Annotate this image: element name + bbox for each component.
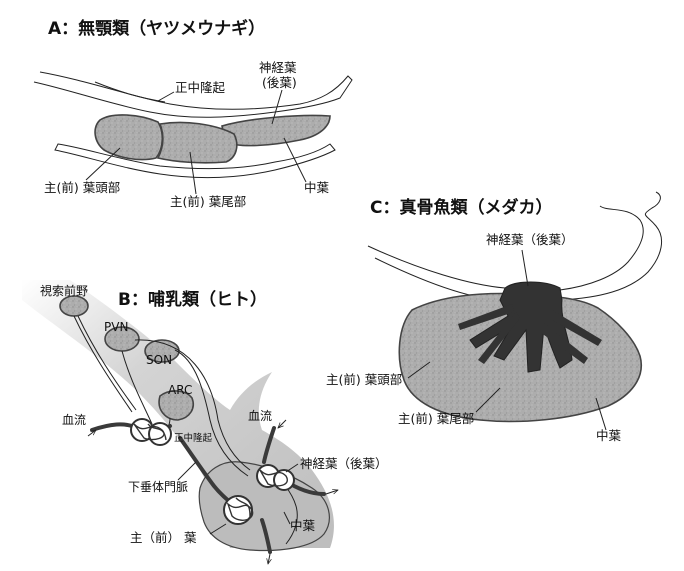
preoptic-area-nucleus <box>59 295 89 317</box>
leader-intermediate-lobe-b <box>283 511 291 525</box>
label-rostral-pars-distalis-c: 主(前) 葉頭部 <box>326 372 402 387</box>
leader-intermediate-a <box>283 137 307 183</box>
leader-caudal-a <box>189 151 197 195</box>
primary-capillary-plexus <box>130 418 172 446</box>
blood-inflow-right <box>262 426 276 464</box>
label-blood-flow-left: 血流 <box>62 413 86 427</box>
neural-root-c-3 <box>478 312 520 364</box>
label-caudal-pars-distalis-c: 主(前) 葉尾部 <box>398 411 474 426</box>
label-arc: ARC <box>168 383 192 397</box>
neural-root-c-2 <box>552 310 602 346</box>
panel-c: C：真骨魚類（メダカ） 神経葉（後葉） 主(前) 葉頭部 主(前) 葉尾部 中葉 <box>326 191 663 443</box>
label-hypophyseal-portal: 下垂体門脈 <box>128 480 188 494</box>
brain-inner-line <box>94 81 166 103</box>
panel-b: B：哺乳類（ヒト） <box>22 280 388 564</box>
label-rostral-pars-distalis-a: 主(前) 葉頭部 <box>44 180 120 195</box>
panel-b-title: B：哺乳類（ヒト） <box>118 289 267 310</box>
leader-intermediate-c <box>595 397 607 431</box>
leader-anterior-lobe-b <box>209 523 227 535</box>
arrow-blood-in-right <box>278 419 287 428</box>
pars-distalis-caudal-a <box>156 121 238 164</box>
leader-median-eminence-a <box>157 91 175 102</box>
brain-upper-line-c <box>367 245 506 289</box>
leader-neural-lobe-a <box>271 89 283 125</box>
pars-distalis-rostral-a <box>94 114 164 161</box>
arrow-blood-in-left <box>87 430 96 437</box>
label-intermediate-lobe-b: 中葉 <box>290 518 316 533</box>
label-caudal-pars-distalis-a: 主(前) 葉尾部 <box>170 194 246 209</box>
floor-outline <box>54 143 336 178</box>
panel-a: A：無顎類（ヤツメウナギ） 正中隆起 神経葉 (後葉) 主(前) 葉頭部 主(前… <box>33 18 353 209</box>
label-preoptic-area: 視索前野 <box>40 283 88 298</box>
label-neural-lobe-a: 神経葉 <box>259 60 297 75</box>
panel-a-title: A：無顎類（ヤツメウナギ） <box>48 18 265 39</box>
label-anterior-lobe-b: 主（前） 葉 <box>130 530 197 545</box>
label-neural-lobe-a-sub: (後葉) <box>262 75 297 90</box>
right-process-outer-c <box>559 205 644 291</box>
label-neural-lobe-b: 神経葉（後葉） <box>300 456 388 471</box>
leader-caudal-c <box>475 387 501 413</box>
neural-lobe-capillary-plexus <box>256 464 295 491</box>
brain-floor-outline <box>33 71 353 118</box>
arrow-blood-out-bottom <box>268 553 270 564</box>
neural-root-c-1 <box>540 320 588 364</box>
leader-rostral-a <box>85 147 121 181</box>
axon-son-to-neural <box>174 349 249 477</box>
arc-nucleus <box>158 390 194 421</box>
secondary-capillary-plexus <box>223 495 254 525</box>
label-pvn: PVN <box>104 320 128 334</box>
label-median-eminence-a: 正中隆起 <box>175 80 226 95</box>
label-intermediate-lobe-c: 中葉 <box>596 428 622 443</box>
leader-portal <box>177 461 197 481</box>
neural-root-c-4 <box>458 304 514 330</box>
leader-neural-lobe-b <box>285 463 299 473</box>
label-median-eminence-b: 正中隆起 <box>174 432 213 444</box>
arrow-blood-out-right <box>325 490 338 495</box>
neural-lobe-c <box>469 281 573 373</box>
label-intermediate-lobe-a: 中葉 <box>304 180 330 195</box>
label-blood-flow-right: 血流 <box>248 409 272 423</box>
venous-outflow <box>260 518 272 554</box>
leader-rostral-c <box>407 361 431 379</box>
right-process-inner-c <box>559 191 663 301</box>
axon-pvn <box>121 350 153 425</box>
axon-preoptic-1 <box>73 315 133 413</box>
neural-lobe-a <box>221 114 331 147</box>
axon-pvn-to-neural <box>134 339 251 471</box>
panel-c-title: C：真骨魚類（メダカ） <box>370 197 552 218</box>
label-son: SON <box>146 353 172 367</box>
axon-preoptic-2 <box>77 315 137 411</box>
leader-neural-lobe-c <box>521 249 529 287</box>
label-neural-lobe-c: 神経葉（後葉） <box>486 232 574 247</box>
